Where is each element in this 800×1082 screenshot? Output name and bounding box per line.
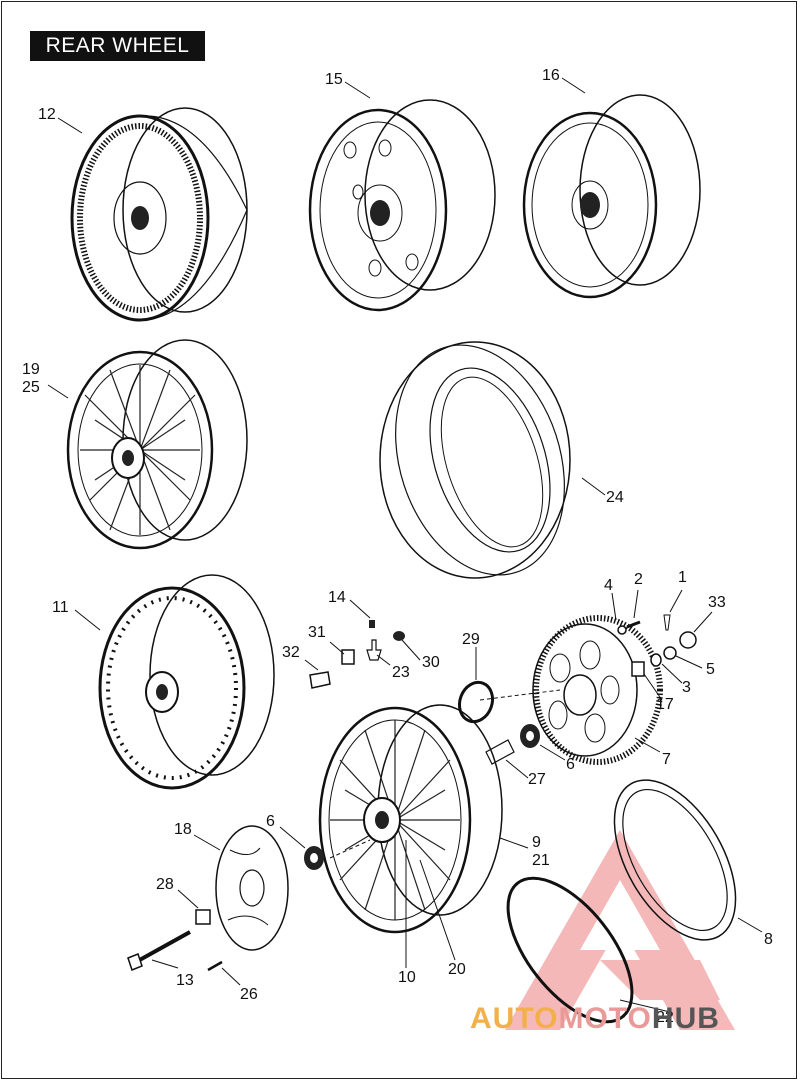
sprocket-7	[532, 614, 697, 765]
leader-lines	[47, 77, 763, 1013]
callout-28: 28	[156, 876, 174, 893]
callout-23: 23	[392, 664, 410, 681]
axle-13	[127, 909, 223, 972]
tire-24	[379, 341, 571, 579]
callout-30: 30	[422, 654, 440, 671]
callout-26: 26	[240, 986, 258, 1003]
wheel-12	[70, 107, 248, 322]
callout-10: 10	[398, 969, 416, 986]
callout-31: 31	[308, 624, 326, 641]
callout-22: 22	[656, 1009, 674, 1026]
watermark-text: AUTOMOTOHUB	[470, 1002, 720, 1036]
belt-22	[506, 876, 634, 1024]
callout-19: 19	[22, 361, 40, 378]
callout-14: 14	[328, 589, 346, 606]
watermark-part-hub: HUB	[651, 1002, 720, 1035]
bearing-spacer	[485, 724, 540, 765]
watermark-logo	[505, 830, 735, 1030]
callout-4: 4	[604, 577, 613, 594]
callout-6-lower: 6	[266, 813, 275, 830]
callout-8: 8	[764, 931, 773, 948]
wheel-15	[308, 99, 496, 312]
bearing-6-lower	[304, 846, 324, 870]
watermark-part-auto: AUTO	[470, 1002, 559, 1035]
callout-15: 15	[325, 71, 343, 88]
callout-32: 32	[282, 644, 300, 661]
callout-27: 27	[528, 771, 546, 788]
wheel-16	[522, 94, 701, 299]
callout-13: 13	[176, 972, 194, 989]
callout-21: 21	[532, 852, 550, 869]
callout-7: 7	[662, 751, 671, 768]
callout-20: 20	[448, 961, 466, 978]
tube-8	[613, 779, 737, 941]
wheel-9-21	[318, 704, 503, 934]
wheel-19-25	[66, 339, 248, 550]
watermark-part-moto: MOTO	[558, 1002, 652, 1035]
callout-3: 3	[682, 679, 691, 696]
callout-12: 12	[38, 106, 56, 123]
callout-24: 24	[606, 489, 624, 506]
brake-rotor-18	[215, 825, 289, 951]
callout-25: 25	[22, 379, 40, 396]
callout-11: 11	[52, 599, 69, 616]
wheel-11	[98, 574, 275, 790]
callout-1: 1	[678, 569, 687, 586]
callout-16: 16	[542, 67, 560, 84]
callout-18: 18	[174, 821, 192, 838]
ring-29	[457, 680, 495, 724]
diagram-title: REAR WHEEL	[30, 31, 205, 61]
callout-6-upper: 6	[566, 756, 575, 773]
callout-29: 29	[462, 631, 480, 648]
callout-5: 5	[706, 661, 715, 678]
callout-9: 9	[532, 834, 541, 851]
callout-2: 2	[634, 571, 643, 588]
callout-17: 17	[656, 696, 674, 713]
callout-33: 33	[708, 594, 726, 611]
